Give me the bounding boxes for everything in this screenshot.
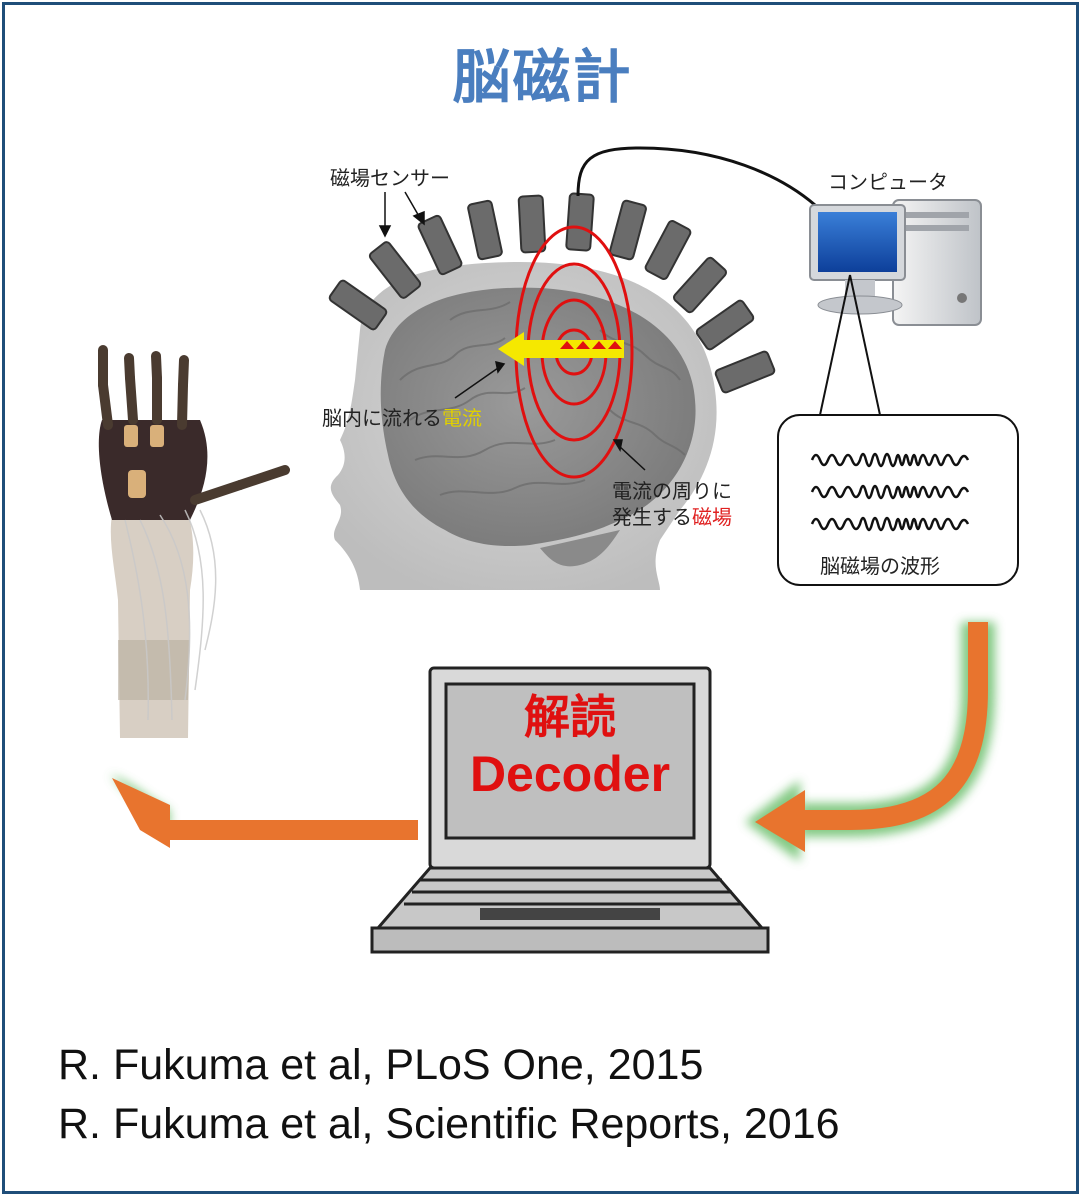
computer-label: コンピュータ xyxy=(828,170,948,194)
current-label: 脳内に流れる電流 xyxy=(322,402,482,431)
flow-arrow-left xyxy=(110,775,418,848)
field-label-line1: 電流の周りに xyxy=(612,479,732,503)
laptop-illustration xyxy=(370,666,770,954)
decoder-label-en: Decoder xyxy=(469,746,671,802)
slide-title: 脳磁計 xyxy=(452,43,633,111)
decoder-label: 解読 Decoder xyxy=(446,690,694,804)
flow-arrow-right xyxy=(745,622,995,862)
field-label-line2-highlight: 磁場 xyxy=(692,505,732,529)
decoder-label-ja: 解読 xyxy=(524,691,616,743)
field-label-line2-prefix: 発生する xyxy=(612,505,692,529)
reference-item: R. Fukuma et al, Scientific Reports, 201… xyxy=(58,1100,840,1148)
sensor-label: 磁場センサー xyxy=(330,166,450,190)
waveform-traces xyxy=(810,452,970,532)
sensor-cable xyxy=(576,146,816,207)
magnetic-sensors xyxy=(328,192,776,394)
field-label: 電流の周りに 発生する磁場 xyxy=(612,478,732,530)
references: R. Fukuma et al, PLoS One, 2015 R. Fukum… xyxy=(58,1036,840,1154)
waveform-box xyxy=(777,414,1019,586)
current-label-prefix: 脳内に流れる xyxy=(322,406,442,430)
waveform-label: 脳磁場の波形 xyxy=(820,554,940,578)
current-arrow xyxy=(498,332,624,366)
label-pointers xyxy=(454,360,646,471)
robotic-hand-illustration xyxy=(98,345,290,738)
reference-item: R. Fukuma et al, PLoS One, 2015 xyxy=(58,1041,704,1089)
current-label-highlight: 電流 xyxy=(442,406,482,430)
computer-illustration xyxy=(809,199,982,326)
waveform-callout xyxy=(819,274,881,416)
sensor-pointer xyxy=(378,191,425,238)
